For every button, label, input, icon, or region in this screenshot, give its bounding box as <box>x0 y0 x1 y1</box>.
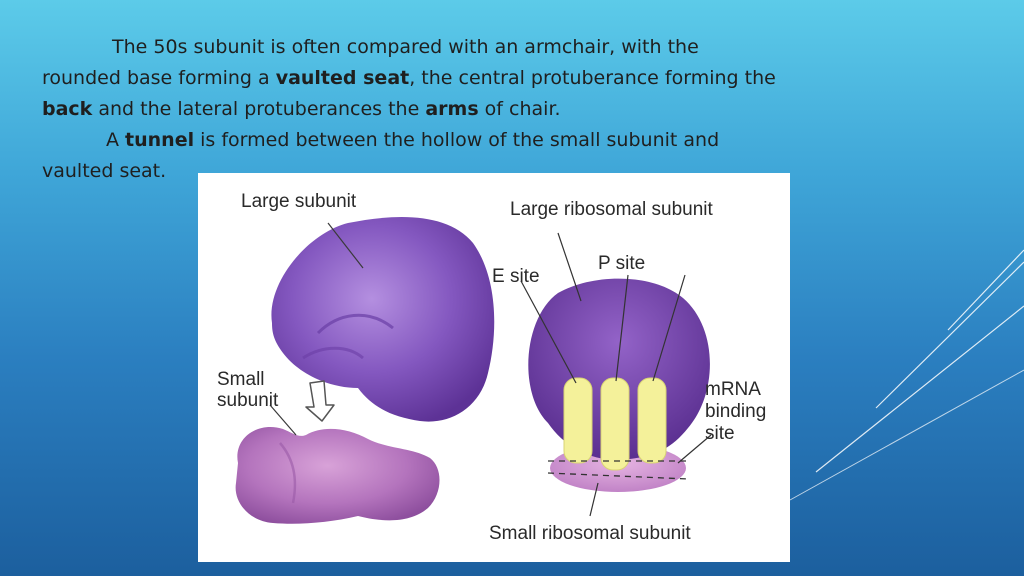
bold-term-arms: arms <box>425 98 479 120</box>
mrna-label-line2: binding <box>705 401 767 422</box>
small-subunit-label-line2: subunit <box>217 390 279 411</box>
text-span: and the lateral protuberances the <box>92 98 426 120</box>
small-ribosomal-subunit-label: Small ribosomal subunit <box>489 523 691 544</box>
small-ribosomal-pointer <box>589 482 599 517</box>
para1-line2: rounded base forming a vaulted seat, the… <box>42 63 842 94</box>
bold-term-vaulted-seat: vaulted seat <box>275 67 410 89</box>
ribosome-assembled-shape <box>528 278 710 492</box>
p-site-label: P site <box>598 253 646 274</box>
para2-line1: A tunnel is formed between the hollow of… <box>42 125 842 156</box>
mrna-dashed-line-bottom <box>547 472 689 480</box>
e-site-label: E site <box>492 266 540 287</box>
large-subunit-shape <box>271 217 495 422</box>
p-site-pointer <box>615 274 629 382</box>
tRNA-site-columns <box>563 377 667 471</box>
text-span: The 50s subunit is often compared with a… <box>112 36 699 58</box>
small-subunit-label-line1: Small <box>217 369 265 390</box>
para1-line3: back and the lateral protuberances the a… <box>42 94 842 125</box>
small-subunit-pointer <box>269 404 297 436</box>
large-ribosomal-pointer <box>557 232 582 302</box>
text-span: , the central protuberance forming the <box>409 67 776 89</box>
para2-line2: vaulted seat. <box>42 156 842 187</box>
e-site-pointer <box>520 280 577 384</box>
large-subunit-label: Large subunit <box>241 191 357 212</box>
mrna-label-line3: site <box>705 423 735 444</box>
large-subunit-pointer <box>327 222 364 269</box>
mrna-binding-pointer <box>677 434 712 464</box>
small-subunit-shape <box>235 427 440 524</box>
ribosome-figure: Large subunit Small subunit Large riboso… <box>198 173 790 562</box>
para1-line1: The 50s subunit is often compared with a… <box>42 32 842 63</box>
slide-body-text: The 50s subunit is often compared with a… <box>42 32 842 187</box>
text-span: is formed between the hollow of the smal… <box>194 129 720 151</box>
ribosome-illustration <box>235 217 712 524</box>
text-span: of chair. <box>478 98 561 120</box>
mrna-label-line1: mRNA <box>705 379 761 400</box>
down-arrow-icon <box>305 380 335 422</box>
large-ribosomal-subunit-label: Large ribosomal subunit <box>510 199 713 220</box>
text-span: rounded base forming a <box>42 67 276 89</box>
a-site-pointer <box>652 274 686 382</box>
bold-term-back: back <box>42 98 93 120</box>
text-span: A <box>106 129 126 151</box>
text-span: vaulted seat. <box>42 160 167 182</box>
bold-term-tunnel: tunnel <box>125 129 195 151</box>
